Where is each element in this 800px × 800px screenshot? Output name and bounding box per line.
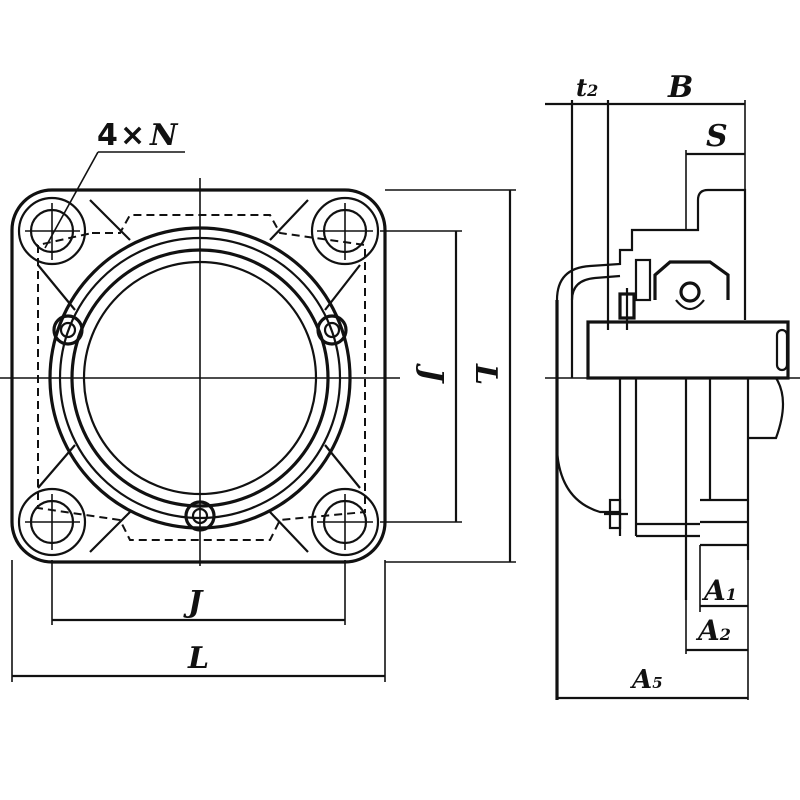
shaft-stub <box>775 328 789 372</box>
dim-label-J-horizontal: J <box>183 585 204 620</box>
side-bolt <box>604 498 628 530</box>
dim-label-A2: A2 <box>695 614 731 647</box>
bearing-detail <box>618 258 730 330</box>
bolt-hole-top-right <box>310 196 380 266</box>
bolt-hole-top-left <box>17 196 87 266</box>
hole-callout-leader <box>44 151 99 249</box>
hole-symbol-N: N <box>149 118 179 153</box>
dim-label-S: S <box>706 119 728 154</box>
dim-label-A1: A1 <box>701 574 737 607</box>
dim-label-t2: t2 <box>576 73 598 102</box>
side-view: t2 B S A1 A2 A5 <box>545 70 800 700</box>
bolt-hole-bottom-right <box>310 487 380 557</box>
dim-label-L-horizontal: L <box>187 641 209 676</box>
set-screw-left <box>52 314 84 346</box>
inner-ring-body <box>586 320 790 380</box>
bolt-hole-bottom-left <box>17 487 87 557</box>
set-screw-right <box>316 314 348 346</box>
housing-dome <box>555 188 747 320</box>
front-view: 4 × N J L J L <box>0 118 516 682</box>
hole-times: × <box>120 118 145 153</box>
dim-label-L-vertical: L <box>468 363 503 385</box>
dim-label-J-vertical: J <box>414 363 449 384</box>
hole-count: 4 <box>97 118 118 153</box>
dim-label-B: B <box>667 70 693 105</box>
dim-label-A5: A5 <box>629 665 663 695</box>
